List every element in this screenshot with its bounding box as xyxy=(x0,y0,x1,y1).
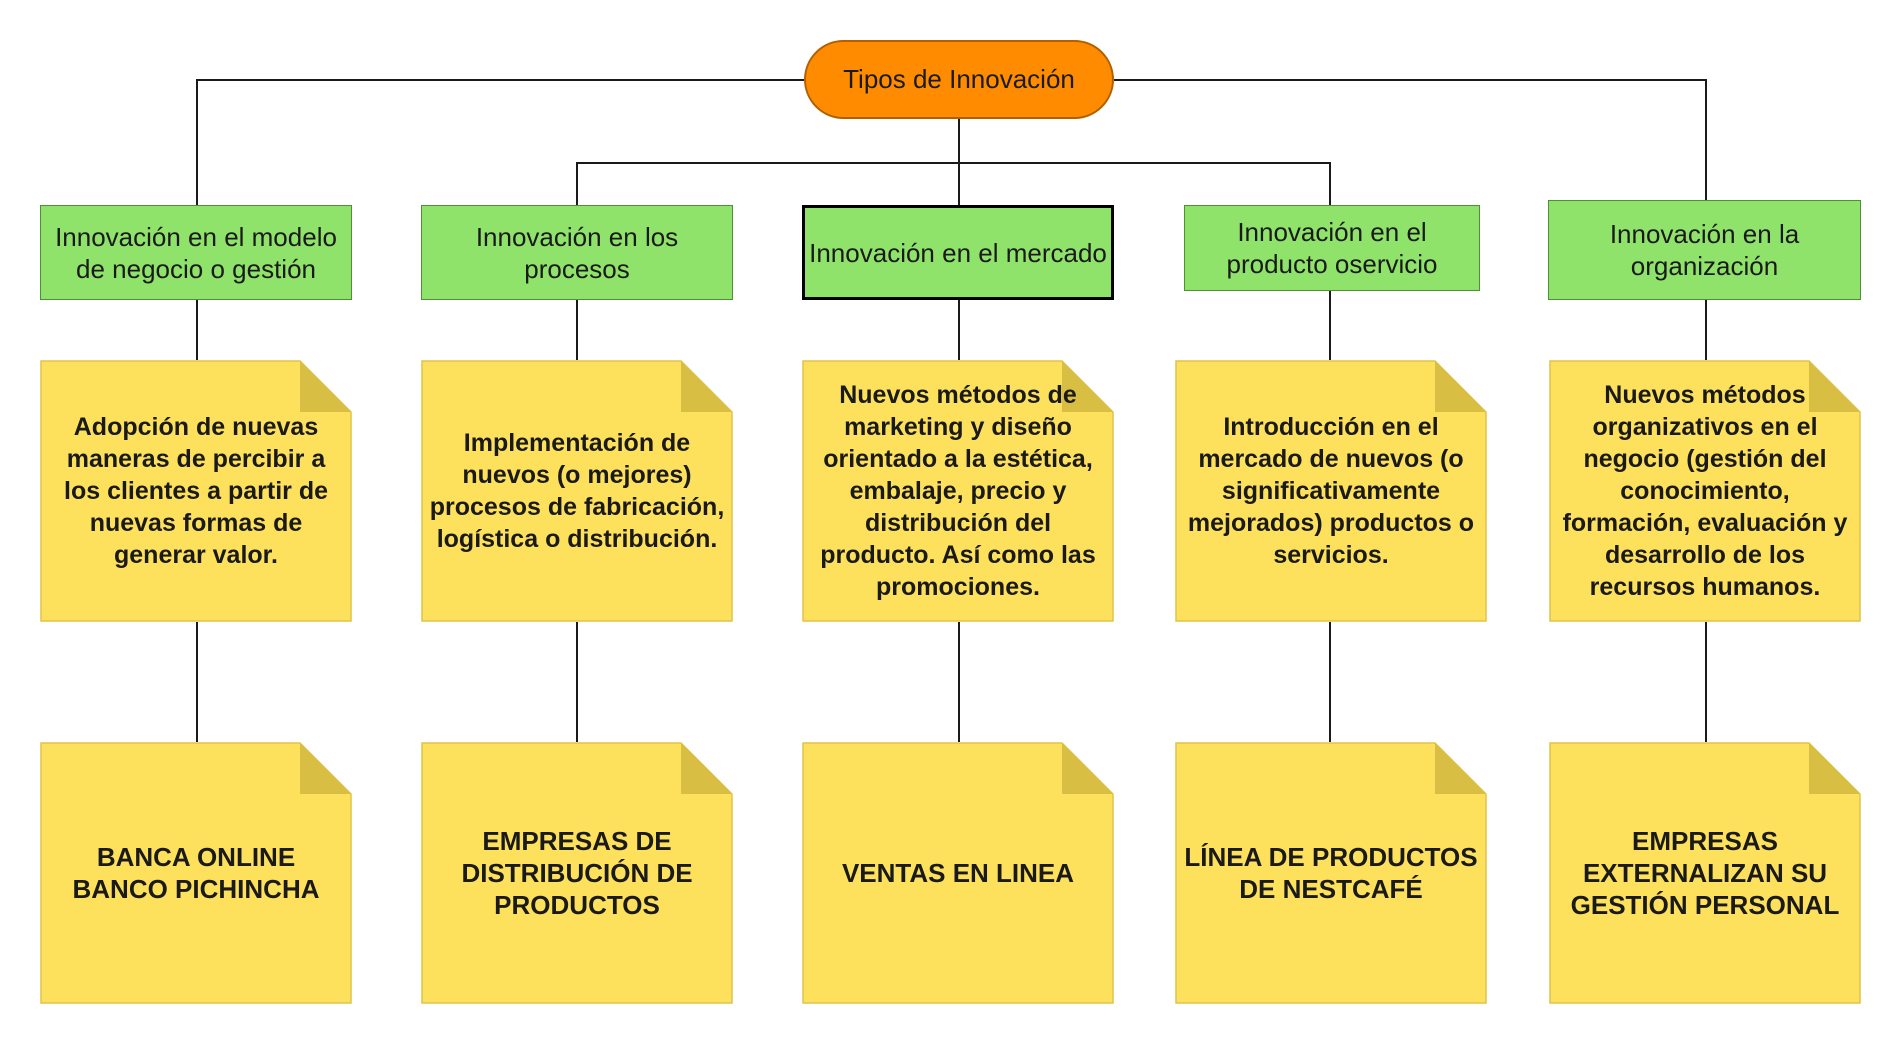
example-note-modelo-negocio: BANCA ONLINE BANCO PICHINCHA xyxy=(40,742,352,1004)
example-text: EMPRESAS DE DISTRIBUCIÓN DE PRODUCTOS xyxy=(461,826,693,920)
root-node: Tipos de Innovación xyxy=(804,40,1114,119)
note-shape xyxy=(40,360,352,622)
connector-middle-bar xyxy=(576,162,1331,164)
connector-left-down xyxy=(196,79,198,205)
connector-col5-note-example xyxy=(1705,622,1707,742)
description-text: Implementación de nuevos (o mejores) pro… xyxy=(429,429,725,553)
example-note-organizacion: EMPRESAS EXTERNALIZAN SU GESTIÓN PERSONA… xyxy=(1549,742,1861,1004)
category-label: Innovación en el producto oservicio xyxy=(1226,217,1438,279)
example-text: BANCA ONLINE BANCO PICHINCHA xyxy=(72,842,320,904)
connector-col3-cat-note xyxy=(958,300,960,360)
category-modelo-negocio: Innovación en el modelo de negocio o ges… xyxy=(40,205,352,300)
description-note-organizacion: Nuevos métodos organizativos en el negoc… xyxy=(1549,360,1861,622)
description-note-producto-servicio: Introducción en el mercado de nuevos (o … xyxy=(1175,360,1487,622)
category-procesos: Innovación en los procesos xyxy=(421,205,733,300)
example-text: EMPRESAS EXTERNALIZAN SU GESTIÓN PERSONA… xyxy=(1570,826,1840,920)
description-text: Nuevos métodos de marketing y diseño ori… xyxy=(820,381,1096,601)
connector-col1-note-example xyxy=(196,622,198,742)
note-shape xyxy=(802,742,1114,1004)
connector-col3-note-example xyxy=(958,622,960,742)
connector-col2-cat-note xyxy=(576,300,578,360)
description-note-mercado: Nuevos métodos de marketing y diseño ori… xyxy=(802,360,1114,622)
category-mercado: Innovación en el mercado xyxy=(802,205,1114,300)
description-text: Introducción en el mercado de nuevos (o … xyxy=(1187,413,1475,569)
category-label: Innovación en los procesos xyxy=(475,221,679,284)
example-note-procesos: EMPRESAS DE DISTRIBUCIÓN DE PRODUCTOS xyxy=(421,742,733,1004)
connector-col4-note-example xyxy=(1329,622,1331,742)
note-shape xyxy=(421,742,733,1004)
connector-producto-down xyxy=(1329,162,1331,205)
description-text: Nuevos métodos organizativos en el negoc… xyxy=(1562,381,1848,601)
category-label: Innovación en el modelo de negocio o ges… xyxy=(55,221,337,284)
connector-col5-cat-note xyxy=(1705,300,1707,360)
category-organizacion: Innovación en la organización xyxy=(1548,200,1861,300)
category-label: Innovación en la organización xyxy=(1609,219,1800,281)
note-shape xyxy=(1175,742,1487,1004)
example-note-producto-servicio: LÍNEA DE PRODUCTOS DE NESTCAFÉ xyxy=(1175,742,1487,1004)
connector-col2-note-example xyxy=(576,622,578,742)
category-producto-servicio: Innovación en el producto oservicio xyxy=(1184,205,1480,291)
note-shape xyxy=(802,360,1114,622)
connector-col4-cat-note xyxy=(1329,291,1331,360)
example-text: LÍNEA DE PRODUCTOS DE NESTCAFÉ xyxy=(1184,842,1478,904)
description-text: Adopción de nuevas maneras de percibir a… xyxy=(64,413,328,569)
note-shape xyxy=(1549,360,1861,622)
connector-col1-cat-note xyxy=(196,300,198,360)
category-label: Innovación en el mercado xyxy=(809,237,1107,268)
example-note-mercado: VENTAS EN LINEA xyxy=(802,742,1114,1004)
description-note-modelo-negocio: Adopción de nuevas maneras de percibir a… xyxy=(40,360,352,622)
connector-procesos-down xyxy=(576,162,578,205)
connector-root-to-left xyxy=(196,79,804,81)
description-note-procesos: Implementación de nuevos (o mejores) pro… xyxy=(421,360,733,622)
connector-root-to-right xyxy=(1114,79,1707,81)
connector-right-down xyxy=(1705,79,1707,200)
note-shape xyxy=(40,742,352,1004)
note-shape xyxy=(1175,360,1487,622)
root-label: Tipos de Innovación xyxy=(843,64,1075,94)
example-text: VENTAS EN LINEA xyxy=(841,858,1075,888)
note-shape xyxy=(421,360,733,622)
note-shape xyxy=(1549,742,1861,1004)
